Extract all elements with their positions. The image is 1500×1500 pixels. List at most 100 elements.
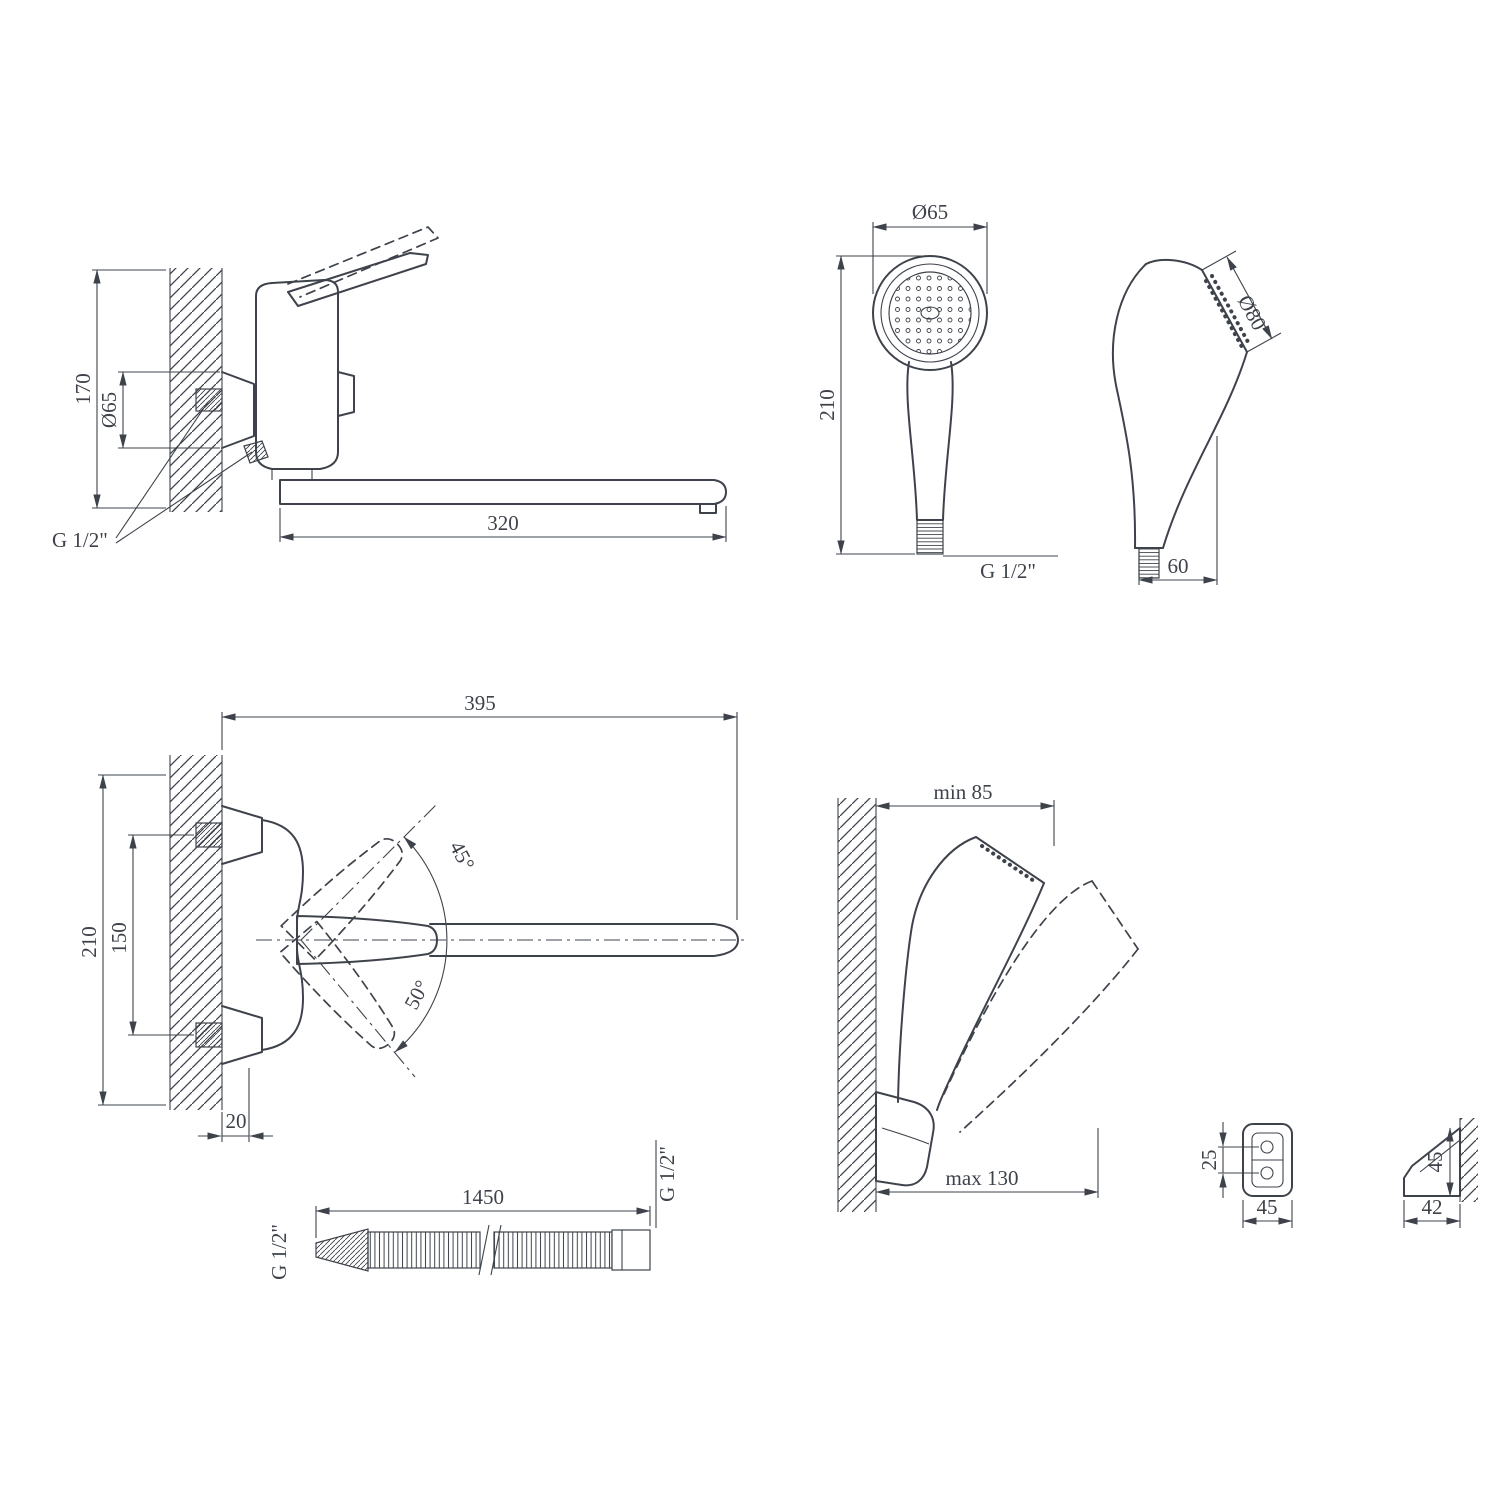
view-handshower-front: Ø65 210 G 1/2" [815, 200, 1058, 583]
dim-hose-length: 1450 [315, 1185, 651, 1238]
hose-thread-right-text: G 1/2" [655, 1146, 679, 1202]
dim-text-60: 60 [1168, 554, 1189, 578]
label-handshower-thread: G 1/2" [943, 555, 1058, 583]
spray-face [888, 271, 972, 355]
dim-holder-min: min 85 [875, 780, 1055, 846]
thread-front [916, 519, 944, 555]
dim-wall-offset: 20 [198, 1068, 273, 1142]
view-faucet-front: 45° 50° 395 210 150 20 [77, 691, 748, 1142]
handset-face [975, 836, 1045, 884]
wall-hatch [1460, 1118, 1478, 1202]
view-bracket-front: 25 45 [1197, 1122, 1293, 1228]
lower-escutcheon [221, 1005, 263, 1065]
dim-overall-width: 395 [221, 691, 738, 920]
dim-escutcheon-diameter: Ø65 [97, 371, 220, 449]
hose-nut [611, 1229, 651, 1271]
wall-thread-stub [195, 388, 223, 412]
dim-text-320: 320 [487, 511, 519, 535]
dim-text-210: 210 [77, 926, 101, 958]
spout-neck [271, 469, 313, 480]
dim-text-170: 170 [71, 373, 95, 405]
angle-text-50: 50° [399, 976, 434, 1013]
handset-dashed-face [1091, 880, 1139, 950]
dim-head-diameter-side: Ø80 [1201, 250, 1282, 353]
aerator-tip [699, 503, 717, 514]
view-hose: 1450 G 1/2" G 1/2" [267, 1140, 679, 1280]
wall-hatch [838, 798, 876, 1212]
wall-hatch [170, 755, 222, 1110]
head-outer [872, 255, 988, 371]
bracket-outline [1242, 1123, 1293, 1197]
bracket-wedge [1403, 1127, 1461, 1197]
wall-lines [169, 755, 223, 1110]
cartridge-cap [255, 279, 339, 313]
rotation-arc [394, 836, 448, 1053]
dim-connection-centers: 150 [107, 834, 194, 1036]
label-thread-g12: G 1/2" [52, 401, 253, 552]
dim-bracket-depth: 42 [1403, 1195, 1461, 1228]
view-handshower-side: Ø80 60 [1111, 250, 1282, 585]
handset-spray-dots [980, 844, 1039, 885]
bracket-inner-line [881, 1127, 930, 1145]
lower-thread-stub [195, 1022, 223, 1048]
dim-text-1450: 1450 [462, 1185, 504, 1209]
upper-escutcheon [221, 805, 263, 865]
lever-handle-raised-dashed [287, 226, 439, 298]
handset-back [897, 836, 977, 1103]
dim-text-42: 42 [1422, 1195, 1443, 1219]
body-side [255, 311, 339, 470]
dim-text-150: 150 [107, 922, 131, 954]
dim-holder-max: max 130 [875, 1128, 1099, 1198]
head-ring [880, 263, 980, 363]
dim-faucet-height: 170 [71, 269, 166, 509]
dim-text-25: 25 [1197, 1150, 1221, 1171]
dim-text-d65: Ø65 [97, 392, 121, 428]
dim-spout-length: 320 [279, 506, 727, 542]
dim-head-diameter: Ø65 [872, 200, 988, 294]
dim-text-20: 20 [226, 1109, 247, 1133]
dim-overall-height: 210 [77, 774, 166, 1106]
diverter-knob [337, 371, 355, 417]
lever-handle-side [287, 252, 429, 307]
swivel-spout [429, 923, 739, 957]
screw-hole-bottom [1260, 1166, 1274, 1180]
hose-segment-left [367, 1231, 481, 1269]
spray-dots-band [1204, 274, 1250, 349]
handset-dashed-front [959, 948, 1139, 1133]
hose-thread-left-text: G 1/2" [267, 1224, 291, 1280]
front-edge [1162, 351, 1248, 549]
dim-bracket-height: 45 [1423, 1127, 1454, 1197]
angle-text-45: 45° [445, 837, 480, 874]
view-bracket-side: 45 42 [1403, 1118, 1478, 1228]
screw-hole-top [1260, 1140, 1274, 1154]
view-holder: min 85 max 130 [837, 780, 1139, 1212]
dim-text-min85: min 85 [934, 780, 993, 804]
center-nozzle [920, 306, 940, 320]
handle-down-dashed [279, 920, 396, 1050]
escutcheon-side [221, 371, 255, 449]
dim-handshower-height: 210 [815, 255, 922, 555]
dim-hole-spacing: 25 [1197, 1122, 1259, 1198]
dim-text-45w: 45 [1257, 1195, 1278, 1219]
hose-segment-right [493, 1231, 613, 1269]
label-hose-thread-right: G 1/2" [655, 1140, 679, 1228]
spout-side [279, 479, 727, 505]
thread-label-text: G 1/2" [980, 559, 1036, 583]
thread-side [1138, 547, 1160, 579]
dim-head-depth: 60 [1138, 436, 1218, 585]
dim-text-45h: 45 [1423, 1152, 1447, 1173]
view-faucet-side: 170 Ø65 320 G 1/2" [52, 226, 727, 552]
upper-thread-stub [195, 822, 223, 848]
handset-dashed-back [943, 880, 1093, 1095]
thread-label-text: G 1/2" [52, 528, 108, 552]
dim-text-210: 210 [815, 389, 839, 421]
angle-radials [300, 804, 437, 1078]
dim-bracket-width: 45 [1242, 1195, 1293, 1228]
hose-cone-fitting [315, 1228, 369, 1272]
head-top-edge [1145, 258, 1203, 271]
dim-text-395: 395 [464, 691, 496, 715]
dim-text-max130: max 130 [946, 1166, 1019, 1190]
hose-nipple [243, 440, 269, 464]
